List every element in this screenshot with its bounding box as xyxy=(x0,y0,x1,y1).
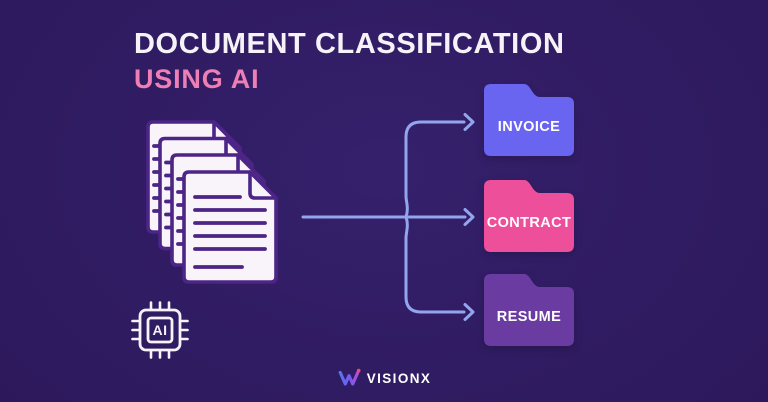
folder-icon xyxy=(484,180,574,252)
visionx-w-mark-icon xyxy=(338,368,361,386)
brand-footer: VISIONX xyxy=(0,366,768,390)
folder-contract: CONTRACT xyxy=(484,180,574,252)
page-subtitle: USING AI xyxy=(134,64,260,94)
folder-invoice: INVOICE xyxy=(484,84,574,156)
document-page-front xyxy=(182,170,278,284)
arrow-up xyxy=(404,120,466,219)
folder-label-contract: CONTRACT xyxy=(486,214,572,231)
folder-icon xyxy=(484,84,574,156)
folder-label-resume: RESUME xyxy=(496,308,562,325)
page-title: DOCUMENT CLASSIFICATION xyxy=(134,28,565,60)
folder-label-invoice: INVOICE xyxy=(497,118,561,135)
folder-resume: RESUME xyxy=(484,274,574,346)
ai-chip-icon: AI xyxy=(131,301,189,359)
arrowhead-icon xyxy=(463,208,475,226)
arrowhead-icon xyxy=(463,303,475,321)
arrowhead-icon xyxy=(463,113,475,131)
brand-name: VISIONX xyxy=(366,370,432,386)
arrow-down xyxy=(404,215,466,314)
chip-label: AI xyxy=(153,322,168,338)
documents-stack-icon xyxy=(146,120,278,284)
header: DOCUMENT CLASSIFICATION USING AI xyxy=(134,28,565,95)
folder-icon xyxy=(484,274,574,346)
